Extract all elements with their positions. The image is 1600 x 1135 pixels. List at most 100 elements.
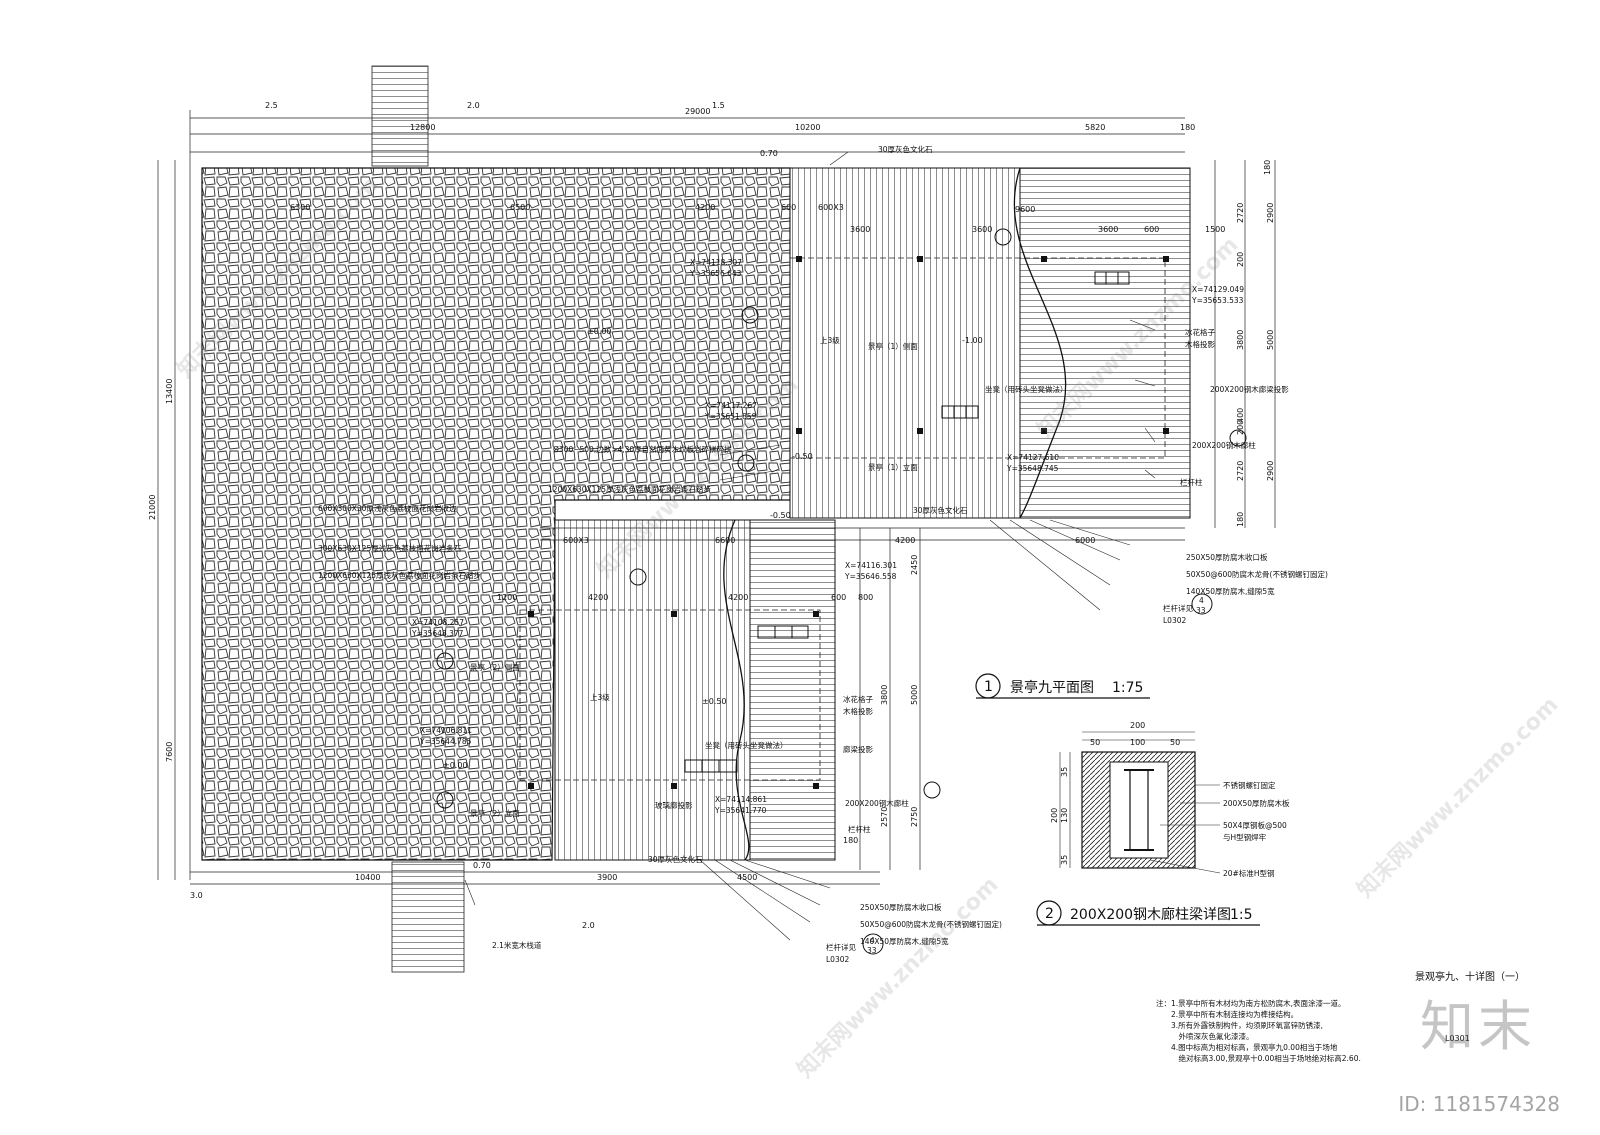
label-stone-bot: 30厚灰色文化石 xyxy=(648,854,703,864)
label-pav2-front: 景亭（2）立面 xyxy=(470,808,520,818)
note-line: 注：1.景亭中所有木材均为南方松防腐木,表面涂漆一道。 xyxy=(1156,999,1346,1008)
column-detail xyxy=(1059,731,1221,874)
label-railing: 栏杆详见 xyxy=(1163,603,1193,613)
slope-a: 2.5 xyxy=(265,101,278,110)
dim-overall: 29000 xyxy=(685,107,710,116)
detail-n1: 不锈钢螺钉固定 xyxy=(1223,780,1276,790)
label-wood1b: 250X50厚防腐木收口板 xyxy=(860,902,942,912)
dim-right-0: 180 xyxy=(1263,160,1272,175)
slope-bottom-b: 2.0 xyxy=(582,921,595,930)
level-2: ±0.00 xyxy=(587,327,612,336)
coord-1x: X=74118.307 xyxy=(690,258,742,267)
dim-row2-8: 3600 xyxy=(1098,225,1118,234)
detail-w2: 100 xyxy=(1130,738,1145,747)
slope-c: 1.5 xyxy=(712,101,725,110)
dim-right-10: 180 xyxy=(1236,512,1245,527)
bubble-sheet-1: 33 xyxy=(1196,606,1206,615)
image-id: ID: 1181574328 xyxy=(1398,1092,1560,1116)
label-beam2: 廊梁投影 xyxy=(843,744,873,754)
notes: 注：1.景亭中所有木材均为南方松防腐木,表面涂漆一道。 2.景亭中所有木制连接均… xyxy=(1156,998,1361,1064)
dim-row2-0: 6300 xyxy=(290,203,310,212)
detail-w1: 50 xyxy=(1090,738,1100,747)
dim-right-7: 200 xyxy=(1236,420,1245,435)
label-stone-c: 600X300X30厚浅灰色荔枝面花岗岩收边 xyxy=(318,503,457,513)
detail-h1: 35 xyxy=(1060,767,1069,777)
label-railing-code: L0302 xyxy=(1163,616,1186,625)
note-line: 4.图中标高为相对标高，景观亭九0.00相当于场地 xyxy=(1156,1043,1338,1052)
pavilion2-lower-deck xyxy=(749,519,836,861)
coord-6x: X=74108.257 xyxy=(412,618,464,627)
dim-row2-10: 1500 xyxy=(1205,225,1225,234)
mid-dim-1: 600X3 xyxy=(563,536,589,545)
pavilion1-frame xyxy=(789,257,1166,459)
label-steps1: 上3级 xyxy=(820,335,840,345)
level-6: ±0.00 xyxy=(443,761,468,770)
slope-bottom-a: 3.0 xyxy=(190,891,203,900)
label-ice2b: 木格投影 xyxy=(843,706,873,716)
dim-right-2: 2900 xyxy=(1266,203,1275,223)
coord-3y: Y=35651.859 xyxy=(704,412,757,421)
bubble-num-1: 4 xyxy=(1199,596,1204,605)
coord-7x: X=74106.811 xyxy=(420,726,472,735)
pavilion1-lower-deck xyxy=(1019,167,1191,519)
dim-bottom-c: 4500 xyxy=(737,873,757,882)
coord-4y: Y=35648.745 xyxy=(1006,464,1059,473)
dim-right-5: 5000 xyxy=(1266,330,1275,350)
dim-row2-6: 3600 xyxy=(972,225,992,234)
label-col1: 200X200钢木廊柱 xyxy=(1192,440,1256,450)
label-glass: 玻璃廊投影 xyxy=(655,800,693,810)
dim-seg3: 5820 xyxy=(1085,123,1105,132)
label-pav2-side: 景亭（2）侧面 xyxy=(470,662,520,672)
dim-row2-2: 4200 xyxy=(695,203,715,212)
note-line: 3.所有外露铁制构件，均须刷环氧富锌防锈漆, xyxy=(1156,1021,1324,1030)
label-rail2: 栏杆柱 xyxy=(848,824,871,834)
detail-n3b: 与H型钢焊牢 xyxy=(1223,832,1267,842)
label-steps2: 上3级 xyxy=(590,692,610,702)
level-7: 0.70 xyxy=(473,861,491,870)
label-bench2: 坐凳（用砖头坐凳做法） xyxy=(705,740,788,750)
pavilion1-curve xyxy=(1013,167,1067,519)
mid-dim-8: 600 xyxy=(831,593,846,602)
bubble-num-2: 4 xyxy=(870,936,875,945)
label-beam1: 200X200钢木廊梁投影 xyxy=(1210,384,1289,394)
coord-1y: Y=35656.643 xyxy=(689,269,742,278)
level-4: -0.50 xyxy=(792,452,813,461)
mid-dim-4: 6000 xyxy=(1075,536,1095,545)
label-rail1: 栏杆柱 xyxy=(1180,477,1203,487)
slope-b: 2.0 xyxy=(467,101,480,110)
level-3: -1.00 xyxy=(962,336,983,345)
mid-dim-2: 6600 xyxy=(715,536,735,545)
detail-h2: 130 xyxy=(1060,808,1069,823)
dim-row2-4: 600X3 xyxy=(818,203,844,212)
railing-bubble-1 xyxy=(1191,593,1213,615)
label-ice1: 冰花格子 xyxy=(1185,327,1215,337)
label-wood3: 140X50厚防腐木,缝隙5宽 xyxy=(1186,586,1275,596)
dim-row2-5: 3600 xyxy=(850,225,870,234)
label-stone-top: 30厚灰色文化石 xyxy=(878,144,933,154)
label-ice2: 冰花格子 xyxy=(843,694,873,704)
title2-scale: 1:5 xyxy=(1230,907,1253,923)
label-wood3b: 140X50厚防腐木,缝隙5宽 xyxy=(860,936,949,946)
label-stone-mid: 30厚灰色文化石 xyxy=(913,505,968,515)
sheet-code: L0301 xyxy=(1445,1034,1470,1043)
dim-row2-7: 9600 xyxy=(1015,205,1035,214)
label-stone-a: Ø300~500,边数>4,30厚自然面黄木纹板岩碎拼碎拼 xyxy=(553,444,732,454)
dim-left-1: 21000 xyxy=(148,495,157,520)
mid-dim-10: 2450 xyxy=(910,555,919,575)
dimension-lines xyxy=(157,110,1276,885)
dim-seg1: 12800 xyxy=(410,123,435,132)
level-5: ±0.50 xyxy=(702,697,727,706)
detail-w3: 50 xyxy=(1170,738,1180,747)
title2-text: 200X200钢木廊柱梁详图 xyxy=(1070,906,1231,923)
pavilion2-frame xyxy=(519,609,821,781)
coord-6y: Y=35648.377 xyxy=(411,629,464,638)
dim-row2-9: 600 xyxy=(1144,225,1159,234)
section-markers xyxy=(436,228,1247,809)
coord-2y: Y=35653.533 xyxy=(1191,296,1244,305)
dim-bottom-a: 10400 xyxy=(355,873,380,882)
dim-row2-3: 600 xyxy=(781,203,796,212)
title2-num: 2 xyxy=(1045,906,1054,922)
mid-dim-13: 3800 xyxy=(880,685,889,705)
label-wood2b: 50X50@600防腐木龙骨(不锈钢螺钉固定) xyxy=(860,919,1002,929)
